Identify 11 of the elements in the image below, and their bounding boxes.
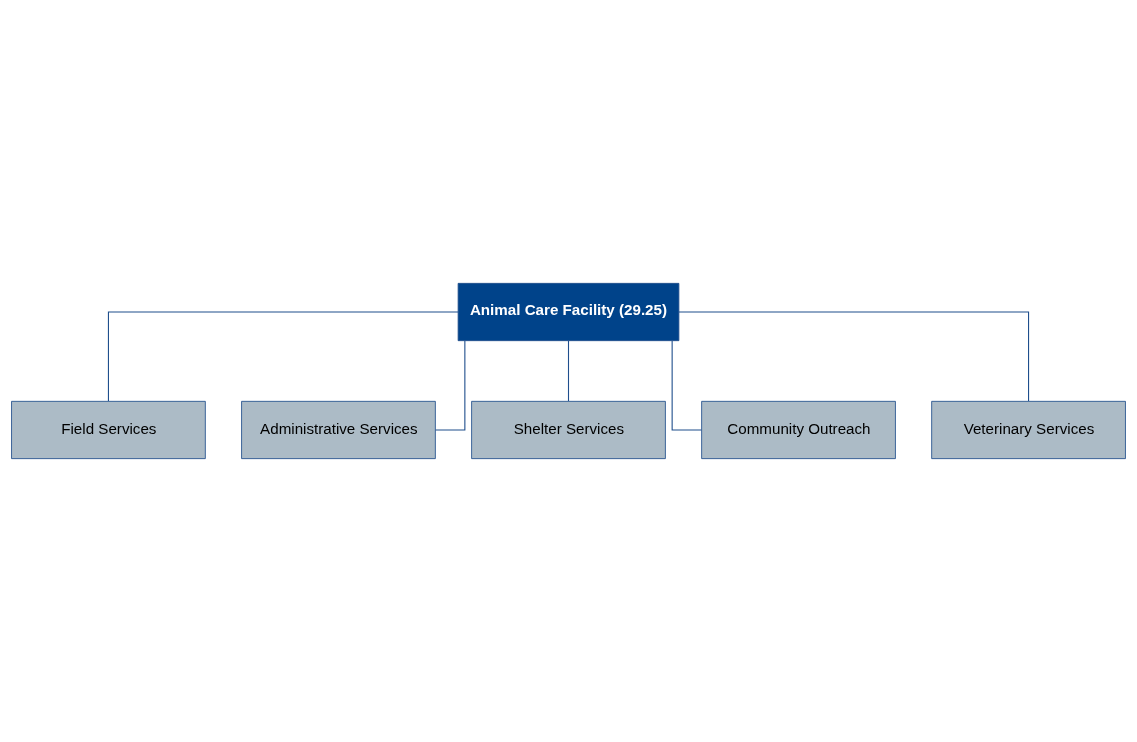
connector xyxy=(671,340,702,431)
node-box: Animal Care Facility (29.25) xyxy=(457,282,680,342)
connector xyxy=(107,311,459,402)
node-box: Shelter Services xyxy=(471,400,666,460)
node-box: Field Services xyxy=(11,400,206,460)
node-box: Community Outreach xyxy=(701,400,896,460)
connector xyxy=(435,340,466,431)
connector xyxy=(567,340,570,402)
connector xyxy=(678,311,1030,402)
node-box: Veterinary Services xyxy=(931,400,1126,460)
node-box: Administrative Services xyxy=(241,400,436,460)
